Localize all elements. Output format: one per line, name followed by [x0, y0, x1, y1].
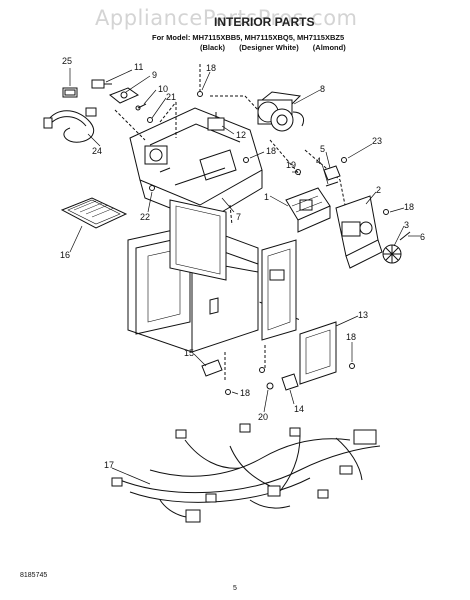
callout-18-right: 18: [404, 202, 414, 212]
callout-7: 7: [236, 212, 241, 222]
page-title: INTERIOR PARTS: [214, 15, 315, 29]
part-1-magnetron: [285, 187, 331, 233]
callout-1: 1: [264, 192, 269, 202]
color-black: (Black): [200, 43, 226, 52]
callout-18-bottom: 18: [240, 388, 250, 398]
part-8-motor: [257, 91, 305, 132]
callout-20: 20: [258, 412, 268, 422]
callout-15: 15: [184, 348, 194, 358]
part-4-pin: [325, 181, 339, 187]
part-9-plate: [109, 87, 140, 104]
callout-2: 2: [376, 185, 381, 195]
callout-5: 5: [320, 144, 325, 154]
callout-25: 25: [62, 56, 72, 66]
callout-14: 14: [294, 404, 304, 414]
callout-18-mid: 18: [266, 146, 276, 156]
callout-17: 17: [104, 460, 114, 470]
callout-10: 10: [158, 84, 168, 94]
callout-8: 8: [320, 84, 325, 94]
callout-13: 13: [358, 310, 368, 320]
part-14-lamp: [281, 373, 299, 391]
model-numbers: For Model: MH7115XBB5, MH7115XBQ5, MH711…: [152, 33, 345, 42]
callout-21: 21: [166, 92, 176, 102]
callout-9: 9: [152, 70, 157, 80]
callout-6: 6: [420, 232, 425, 242]
document-code: 8185745: [20, 572, 48, 579]
callout-4: 4: [316, 156, 321, 166]
part-24-harness: [43, 107, 97, 143]
color-variants: (Black) (Designer White) (Almond): [200, 43, 358, 52]
screw-fasteners: [147, 91, 389, 395]
callout-18-lower: 18: [346, 332, 356, 342]
callout-16: 16: [60, 250, 70, 260]
part-7-upper-frame: [129, 107, 263, 223]
callout-24: 24: [92, 146, 102, 156]
color-designer-white: (Designer White): [239, 43, 299, 52]
page-number: 5: [233, 585, 237, 592]
callout-19: 19: [286, 160, 296, 170]
part-6-blade: [399, 231, 411, 241]
callout-23: 23: [372, 136, 382, 146]
part-2-housing: [335, 195, 383, 269]
color-almond: (Almond): [312, 43, 346, 52]
callout-18-top: 18: [206, 63, 216, 73]
part-20-screw: [266, 382, 274, 390]
callout-12: 12: [236, 130, 246, 140]
cavity-side-frame: [261, 239, 297, 341]
callout-leaders: [69, 68, 420, 485]
part-15-bracket: [201, 359, 223, 377]
part-17-wire-harness: [111, 423, 381, 523]
part-12-switch: [207, 112, 225, 131]
part-25-connector: [62, 87, 78, 98]
part-3-fan: [382, 244, 402, 264]
callout-22: 22: [140, 212, 150, 222]
callout-3: 3: [404, 220, 409, 230]
part-11-plug: [91, 79, 112, 89]
part-5-pin: [323, 165, 341, 181]
part-10-screw: [135, 103, 147, 111]
cavity-back-frame: [169, 199, 227, 281]
part-16-filter: [60, 197, 128, 229]
part-13-seal: [299, 321, 337, 385]
callout-11: 11: [134, 62, 143, 72]
site-watermark: AppliancePartsPros.com: [95, 6, 358, 30]
callout-numbers: 25 11 9 10 21 18 8 12 18 24 5 23 19 4 1 …: [60, 56, 425, 470]
